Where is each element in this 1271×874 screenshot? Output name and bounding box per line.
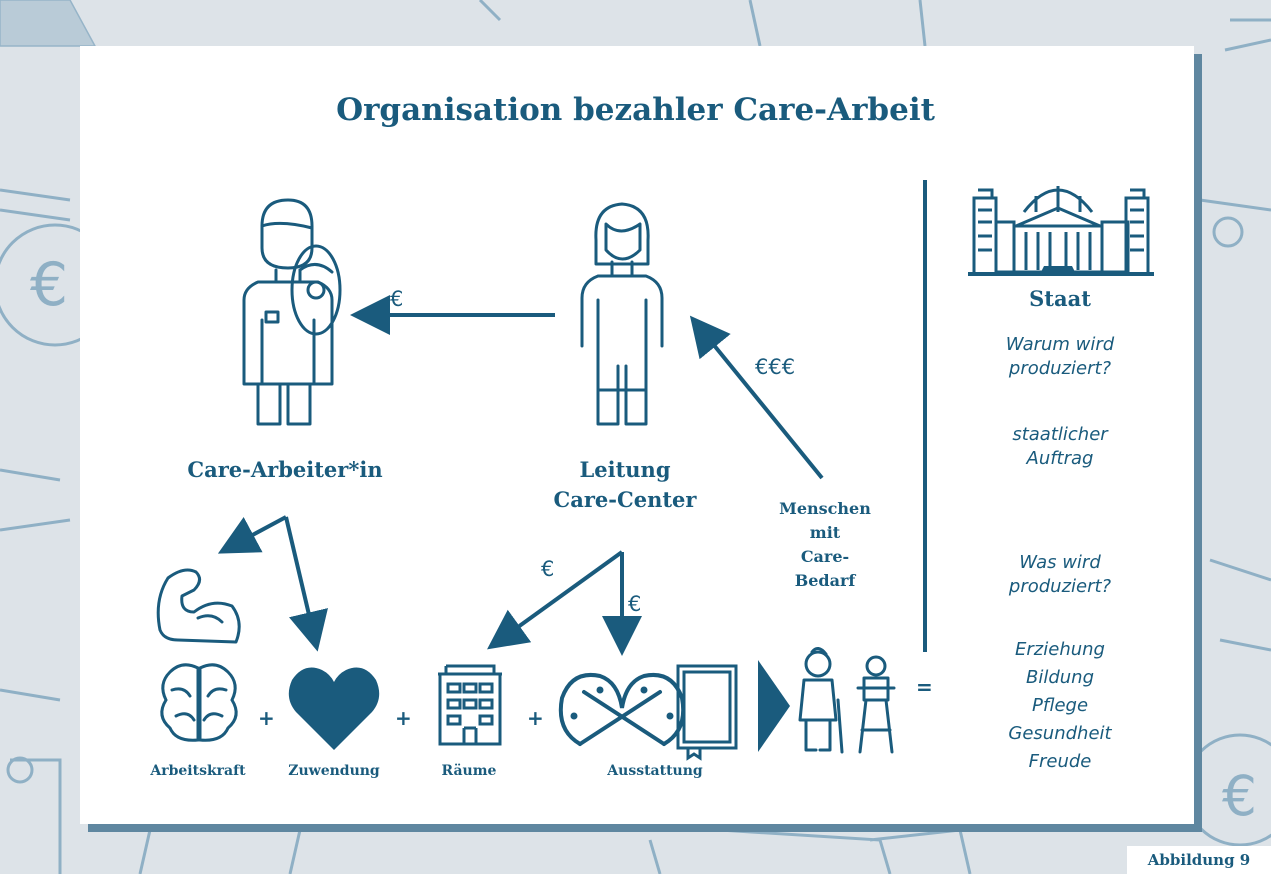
money-to-worker: €: [390, 287, 404, 311]
result-arrow-icon: [758, 660, 790, 752]
brain-icon: [160, 663, 238, 742]
state-output-item: Pflege: [1031, 695, 1089, 716]
state-question-why: Warum wird produziert?: [1005, 334, 1115, 379]
flexed-arm-icon: [156, 568, 241, 644]
input-label-care: Zuwendung: [288, 763, 380, 779]
state-output-item: Freude: [1028, 751, 1092, 772]
worker-label: Care-Arbeiter*in: [187, 457, 383, 482]
state-output-item: Bildung: [1025, 667, 1095, 688]
reichstag-icon: [968, 186, 1154, 276]
state-heading: Staat: [1029, 286, 1091, 311]
center-leader-icon: [580, 202, 664, 426]
svg-text:€: €: [1222, 764, 1257, 828]
baby-highchair-icon: [856, 655, 896, 754]
plus-sign: +: [527, 706, 544, 730]
state-output-item: Gesundheit: [1008, 723, 1112, 744]
money-to-rooms: €: [541, 557, 555, 581]
people-label: Menschen mit Care- Bedarf: [779, 499, 871, 590]
input-label-equipment: Ausstattung: [607, 763, 703, 779]
pretzel-icon: [558, 673, 686, 746]
input-label-rooms: Räume: [441, 763, 497, 779]
elderly-person-icon: [798, 647, 844, 754]
plus-sign: +: [395, 706, 412, 730]
diagram-card: [80, 46, 1194, 824]
heart-icon: [288, 667, 380, 750]
state-question-what: Was wird produziert?: [1008, 552, 1112, 597]
plus-sign: +: [258, 706, 275, 730]
figure-label: Abbildung 9: [1127, 846, 1271, 874]
state-outputs-list: Erziehung Bildung Pflege Gesundheit Freu…: [960, 636, 1160, 776]
input-label-workforce: Arbeitskraft: [150, 763, 246, 779]
care-worker-icon: [242, 198, 342, 426]
state-answer-why: staatlicher Auftrag: [1012, 424, 1108, 469]
building-icon: [438, 664, 502, 746]
money-to-leader: €€€: [755, 355, 796, 379]
leader-label: Leitung Care-Center: [553, 457, 697, 512]
equals-sign: =: [916, 675, 933, 699]
diagram-title: Organisation bezahler Care-Arbeit: [336, 92, 935, 128]
book-icon: [676, 664, 738, 761]
money-to-equipment: €: [628, 592, 642, 616]
svg-text:€: €: [30, 250, 68, 320]
state-output-item: Erziehung: [1015, 639, 1105, 660]
